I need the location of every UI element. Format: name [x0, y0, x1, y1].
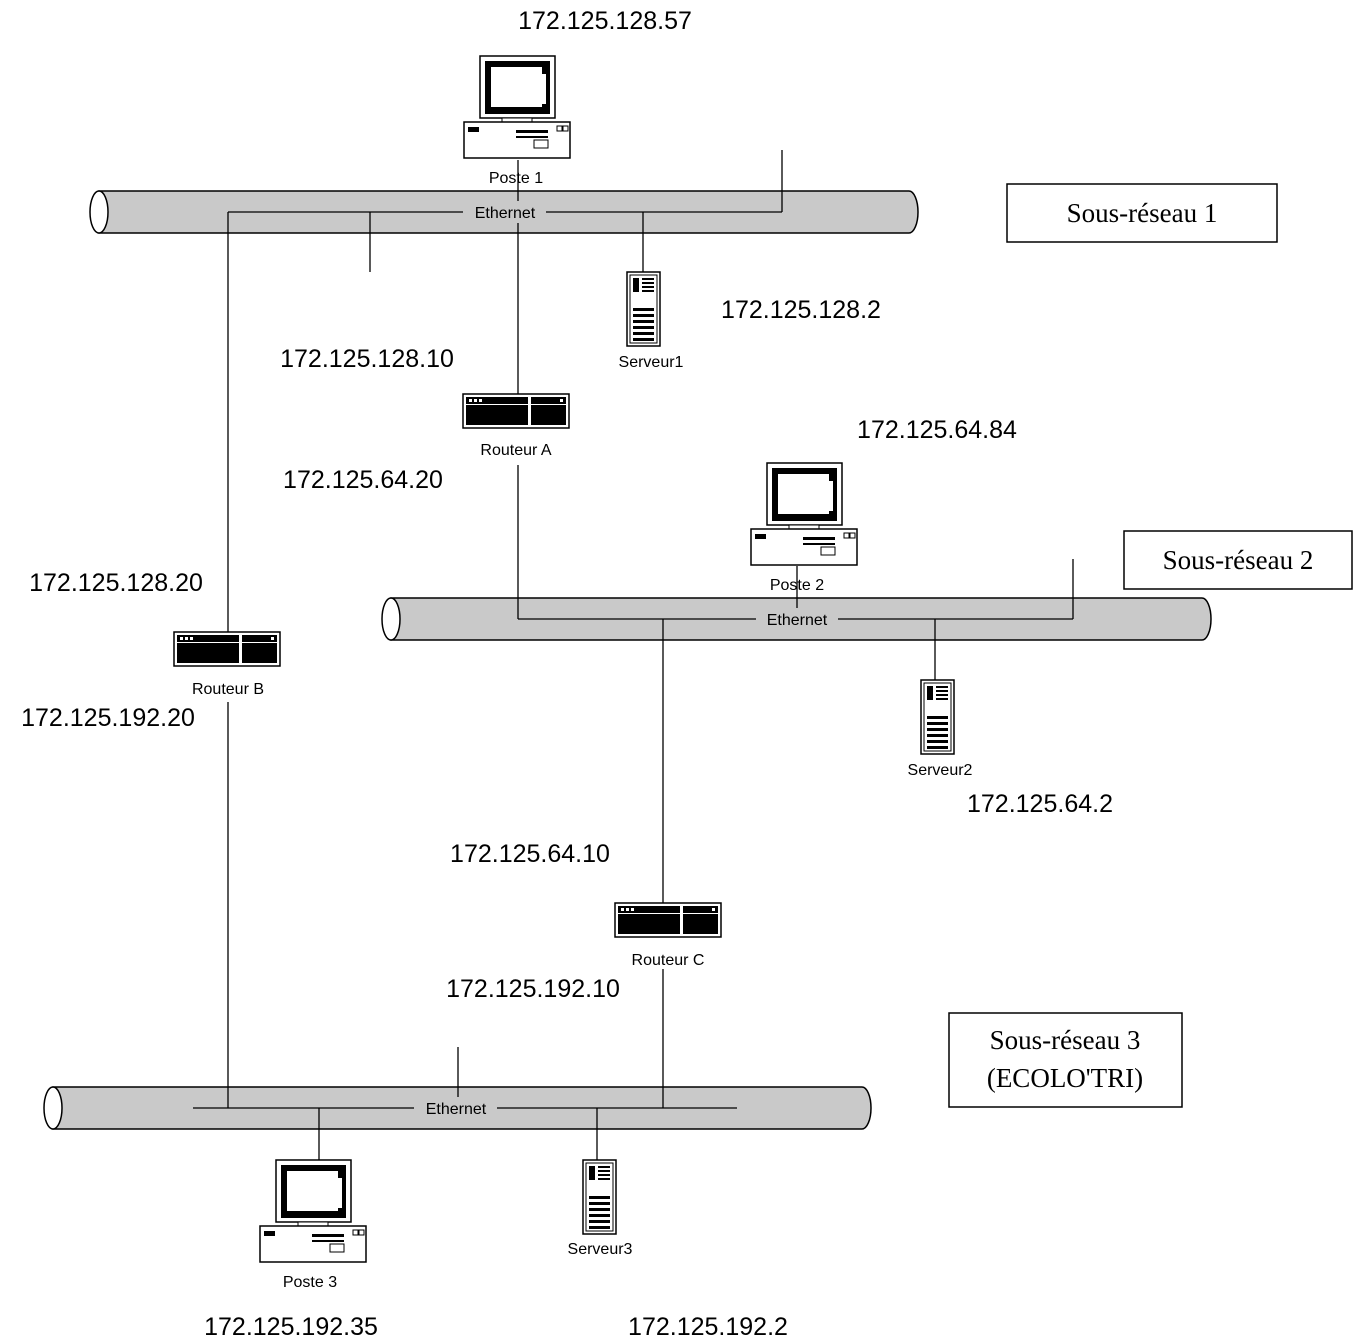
subnet-3-label: Sous-réseau 3	[990, 1025, 1141, 1055]
ethernet-cable-2	[381, 597, 1212, 641]
routeur-c-ip-top: 172.125.64.10	[450, 840, 610, 868]
ethernet-label-1: Ethernet	[475, 205, 536, 222]
subnet-3-sublabel: (ECOLO'TRI)	[987, 1063, 1143, 1093]
poste-3-label: Poste 3	[283, 1274, 337, 1291]
serveur-3-server-icon	[582, 1159, 617, 1235]
poste-2-computer-icon	[750, 462, 858, 566]
serveur-2-label: Serveur2	[908, 762, 973, 779]
serveur-3-label: Serveur3	[568, 1241, 633, 1258]
routeur-a-router-icon	[462, 393, 570, 429]
routeur-c-label: Routeur C	[632, 952, 705, 969]
poste-3-computer-icon	[259, 1159, 367, 1263]
poste-2-ip: 172.125.64.84	[857, 416, 1017, 444]
poste-1-computer-icon	[463, 55, 571, 159]
serveur-2-ip: 172.125.64.2	[967, 790, 1113, 818]
poste-1-label: Poste 1	[489, 170, 543, 187]
wires-subnet-3	[193, 702, 737, 1160]
subnet-3-box: Sous-réseau 3 (ECOLO'TRI)	[948, 1012, 1183, 1108]
routeur-b-router-icon	[173, 631, 281, 667]
serveur-2-server-icon	[920, 679, 955, 755]
serveur-1-server-icon	[626, 271, 661, 347]
poste-1-ip: 172.125.128.57	[518, 7, 692, 35]
serveur-3-ip: 172.125.192.2	[628, 1313, 788, 1341]
ethernet-label-3: Ethernet	[426, 1101, 487, 1118]
poste-3-ip: 172.125.192.35	[204, 1313, 378, 1341]
routeur-b-ip-top: 172.125.128.20	[29, 569, 203, 597]
routeur-b-label: Routeur B	[192, 681, 264, 698]
poste-2-label: Poste 2	[770, 577, 824, 594]
ethernet-cable-3	[43, 1086, 872, 1130]
routeur-a-ip-top: 172.125.128.10	[280, 345, 454, 373]
subnet-1-label: Sous-réseau 1	[1067, 198, 1218, 228]
routeur-b-ip-bottom: 172.125.192.20	[21, 704, 195, 732]
serveur-1-ip: 172.125.128.2	[721, 296, 881, 324]
subnet-2-box: Sous-réseau 2	[1123, 530, 1353, 590]
subnet-1-box: Sous-réseau 1	[1006, 183, 1278, 243]
ethernet-label-2: Ethernet	[767, 612, 828, 629]
wires-subnet-2	[517, 465, 1074, 903]
serveur-1-label: Serveur1	[619, 354, 684, 371]
routeur-c-router-icon	[614, 902, 722, 938]
routeur-a-label: Routeur A	[480, 442, 551, 459]
subnet-2-label: Sous-réseau 2	[1163, 545, 1314, 575]
ethernet-cable-1	[89, 190, 919, 234]
routeur-a-ip-bottom: 172.125.64.20	[283, 466, 443, 494]
routeur-c-ip-bottom: 172.125.192.10	[446, 975, 620, 1003]
wires-subnet-1	[227, 150, 783, 632]
